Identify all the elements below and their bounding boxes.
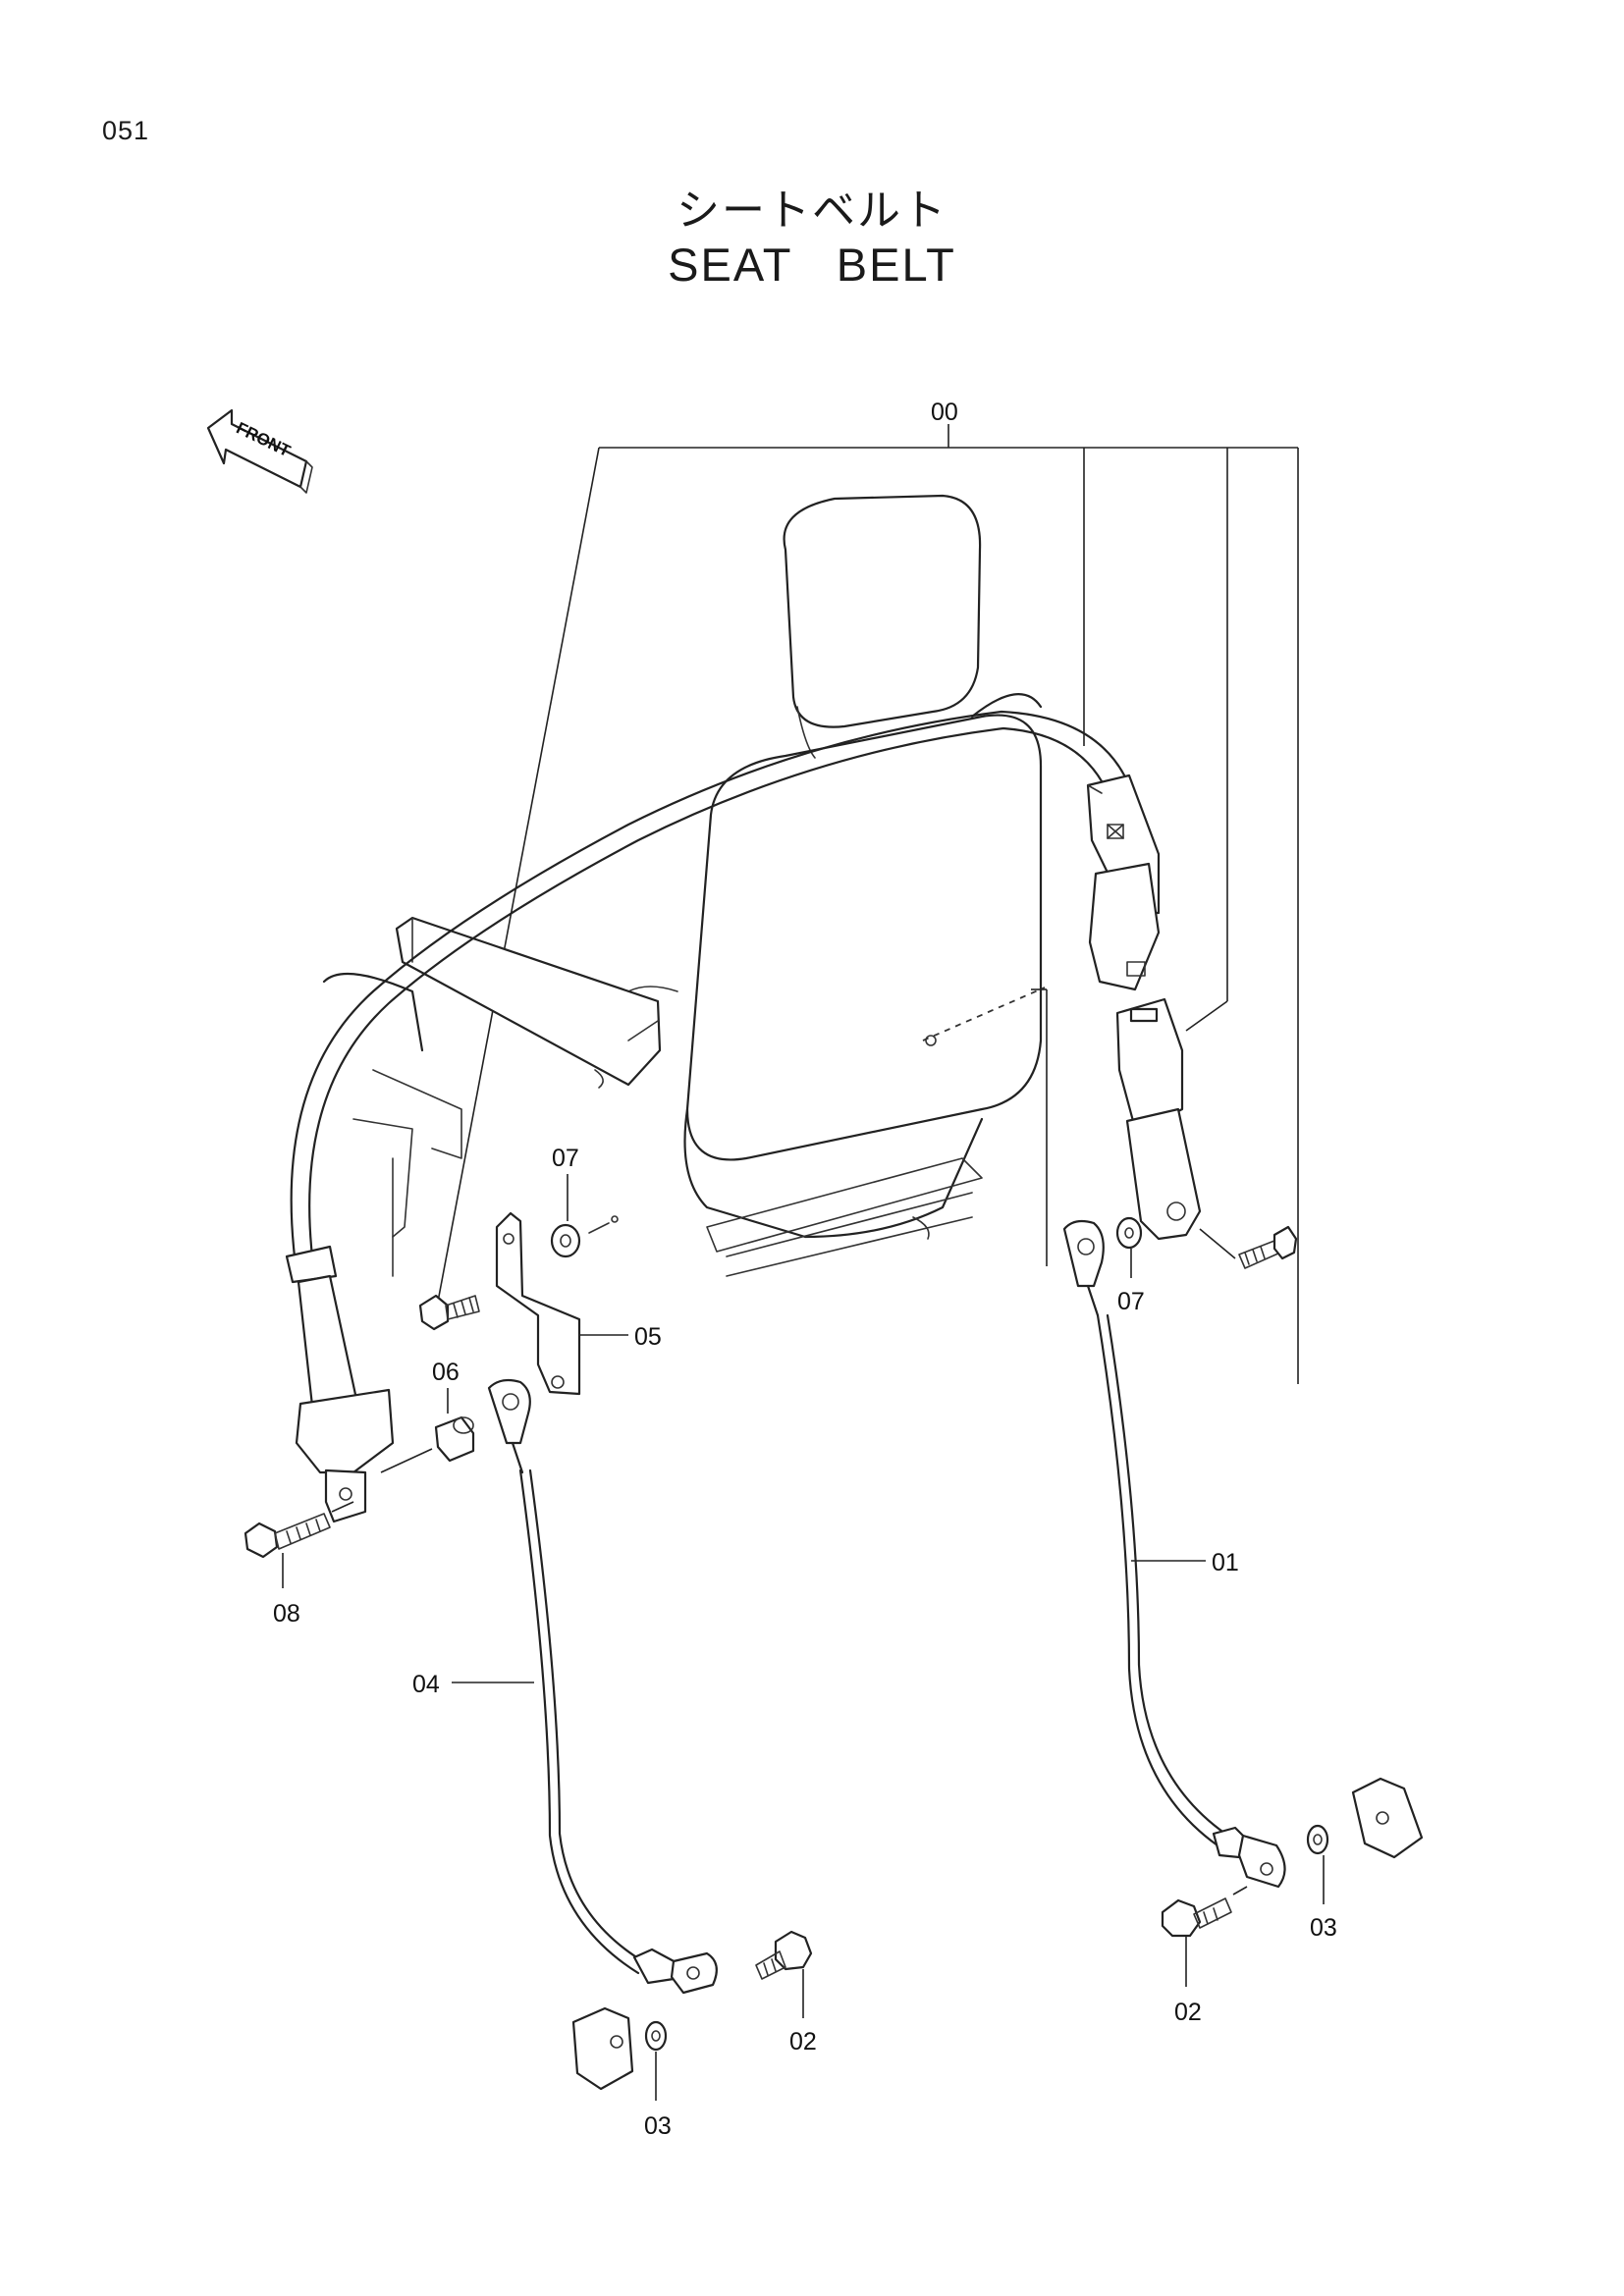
bolt-buckle-mount <box>1199 1225 1298 1269</box>
callout-04: 04 <box>412 1671 440 1698</box>
assembly-bracket-00: 00 <box>437 399 1299 1384</box>
part-02-bolt-left: 02 <box>755 1930 817 2056</box>
page-title-english: SEAT BELT <box>668 239 956 291</box>
armrest <box>395 916 662 1089</box>
part-07-washer-left: 07 <box>550 1145 619 1258</box>
part-08-bolt: 08 <box>244 1501 354 1628</box>
seat-belt-buckle <box>1115 997 1202 1241</box>
callout-08: 08 <box>273 1600 300 1628</box>
front-label: FRONT <box>234 418 295 460</box>
operator-seat <box>322 494 1046 1277</box>
part-01-cable: 01 <box>1062 1219 1286 1889</box>
page-number: 051 <box>102 116 150 145</box>
callout-02-left: 02 <box>789 2028 817 2056</box>
part-02-bolt-right: 02 <box>1161 1886 1248 2026</box>
callout-05: 05 <box>634 1323 662 1351</box>
callout-01: 01 <box>1212 1549 1239 1576</box>
part-03-washer-right: 03 <box>1306 1777 1424 1942</box>
callout-02-right: 02 <box>1174 1999 1202 2026</box>
seat-belt-webbing <box>285 710 1161 1523</box>
part-07-washer-right: 07 <box>1115 1216 1145 1315</box>
part-03-washer-left: 03 <box>571 2006 672 2140</box>
callout-03-right: 03 <box>1310 1914 1337 1942</box>
callout-03-left: 03 <box>644 2112 672 2140</box>
bolt-left-mount <box>418 1294 480 1331</box>
part-06-collar: 06 <box>380 1359 475 1473</box>
callout-06: 06 <box>432 1359 460 1386</box>
front-direction-arrow: FRONT <box>206 408 313 494</box>
part-05-bracket: 05 <box>495 1211 662 1396</box>
callout-00: 00 <box>931 399 958 426</box>
callout-07-right: 07 <box>1117 1288 1145 1315</box>
part-04-cable: 04 <box>412 1378 718 1995</box>
page-title-japanese: シートベルト <box>677 186 947 236</box>
callout-07-left: 07 <box>552 1145 579 1172</box>
